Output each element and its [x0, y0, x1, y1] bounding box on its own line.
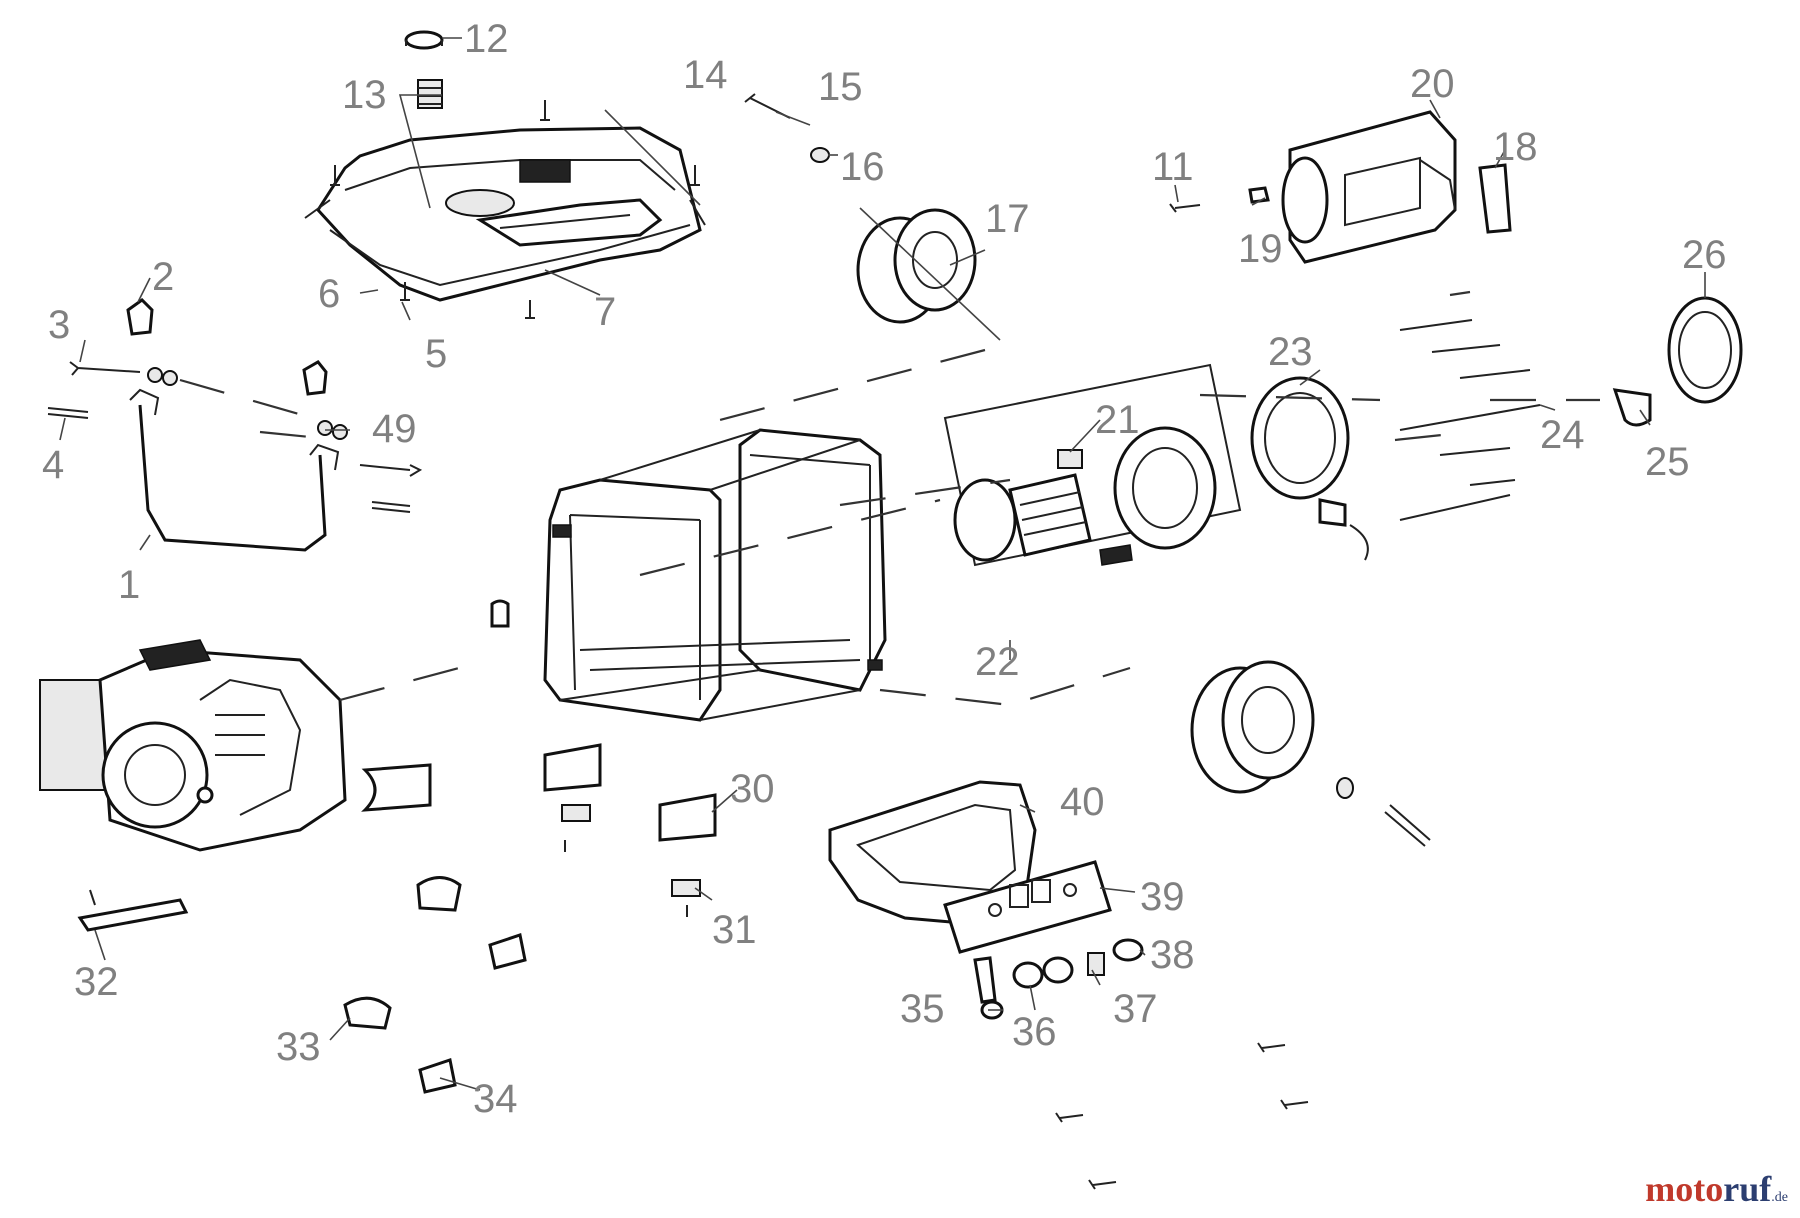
- engine: [39, 639, 347, 852]
- handle-bolt-right: [359, 464, 423, 477]
- brand-name-a: moto: [1645, 1169, 1724, 1209]
- label-19: 19: [1238, 227, 1283, 271]
- label-5: 5: [425, 332, 447, 376]
- label-37: 37: [1113, 987, 1158, 1031]
- label-17: 17: [985, 197, 1030, 241]
- label-24: 24: [1540, 413, 1585, 457]
- heat-shield: [361, 763, 432, 812]
- control-panel-plate: [943, 860, 1112, 954]
- label-3: 3: [48, 303, 70, 347]
- label-49: 49: [372, 407, 417, 451]
- wheel-bottom: [1190, 660, 1315, 794]
- brand-name-b: ruf: [1723, 1169, 1772, 1209]
- fuel-filter: [417, 79, 443, 109]
- wheel-top: [856, 208, 977, 324]
- cover-bracket: [1478, 163, 1512, 234]
- label-11: 11: [1152, 145, 1194, 189]
- fuel-tank: [304, 126, 706, 302]
- label-40: 40: [1060, 780, 1105, 824]
- alternator-box: [943, 363, 1242, 567]
- frame: [543, 428, 887, 722]
- engine-bracket-plate: [77, 898, 189, 932]
- bumper-plug: [490, 599, 510, 628]
- rear-cover: [1667, 296, 1743, 404]
- label-18: 18: [1493, 125, 1538, 169]
- label-2: 2: [152, 255, 174, 299]
- label-25: 25: [1645, 440, 1690, 484]
- pin: [47, 407, 89, 419]
- leader-lines: [59, 37, 1706, 1091]
- side-cover: [1281, 110, 1457, 264]
- brand-tld: .de: [1771, 1190, 1788, 1205]
- washers: [147, 367, 348, 440]
- axle-washer: [1336, 777, 1354, 799]
- label-26: 26: [1682, 233, 1727, 277]
- part-labels: 12 13 14 15 16 17 11 19 20 18 26 23 24 2…: [42, 17, 1727, 1121]
- handle-bolt-left: [69, 361, 141, 376]
- label-34: 34: [473, 1077, 518, 1121]
- panel-components: [973, 938, 1144, 1020]
- assembly-lines: [179, 290, 1600, 707]
- mount-brackets: [343, 743, 717, 1094]
- through-bolts: [1399, 319, 1541, 521]
- label-32: 32: [74, 960, 119, 1004]
- handle-grip-left: [126, 298, 154, 336]
- tank-bolts: [330, 100, 700, 319]
- label-30: 30: [730, 767, 775, 811]
- label-1: 1: [118, 563, 140, 607]
- label-6: 6: [318, 272, 340, 316]
- label-31: 31: [712, 908, 757, 952]
- label-14: 14: [683, 53, 728, 97]
- label-23: 23: [1268, 330, 1313, 374]
- label-36: 36: [1012, 1010, 1057, 1054]
- label-4: 4: [42, 443, 64, 487]
- label-12: 12: [464, 17, 509, 61]
- label-20: 20: [1410, 62, 1455, 106]
- clip: [1248, 186, 1270, 204]
- handle: [129, 388, 340, 552]
- wheel-washer: [810, 147, 830, 163]
- label-38: 38: [1150, 933, 1195, 977]
- label-39: 39: [1140, 875, 1185, 919]
- rear-bracket: [1612, 388, 1652, 427]
- label-35: 35: [900, 987, 945, 1031]
- end-cover: [1250, 376, 1369, 561]
- pin-right: [371, 501, 411, 513]
- label-16: 16: [840, 145, 885, 189]
- label-15: 15: [818, 65, 863, 109]
- label-21: 21: [1095, 398, 1140, 442]
- screw-small: [1169, 203, 1201, 213]
- fuel-cap: [404, 30, 444, 50]
- brand-watermark: motoruf.de: [1645, 1168, 1788, 1210]
- label-22: 22: [975, 640, 1020, 684]
- handle-grip-right: [302, 360, 328, 396]
- label-33: 33: [276, 1025, 321, 1069]
- axle-bolt: [1384, 804, 1431, 847]
- label-13: 13: [342, 73, 387, 117]
- label-7: 7: [594, 290, 616, 334]
- loose-screws: [89, 840, 1309, 1190]
